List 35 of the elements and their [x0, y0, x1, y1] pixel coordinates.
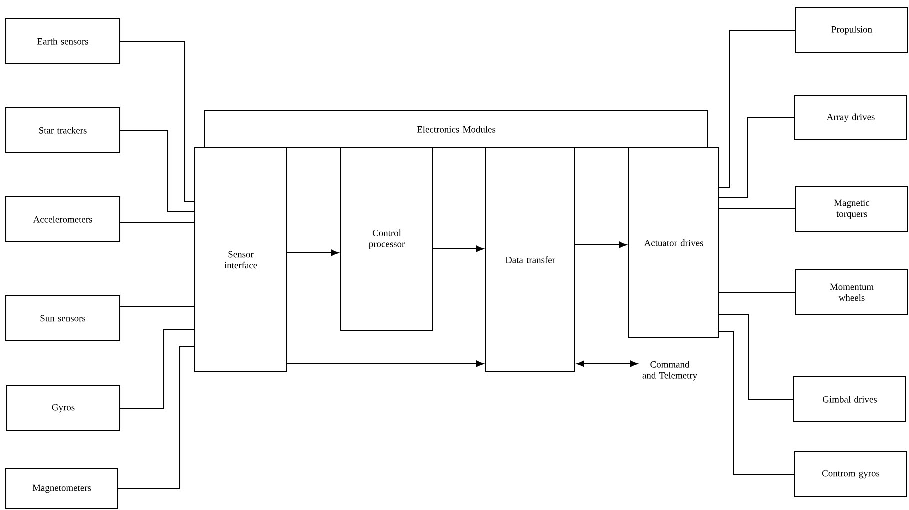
connector-line: [120, 222, 195, 224]
arrow: [575, 242, 627, 248]
actuator-box: Gimbal drives: [794, 376, 906, 422]
module-box: Control processor: [340, 147, 434, 332]
actuator-box: Magnetic torquers: [796, 186, 908, 232]
connector-line: [719, 30, 796, 188]
module-box: Actuator drives: [628, 147, 720, 338]
sensor-box: Earth sensors: [6, 18, 120, 64]
actuator-box: Momentum wheels: [796, 269, 908, 316]
sensor-box: Sun sensors: [6, 295, 120, 342]
terminal-label: Command and Telemetry: [642, 361, 698, 381]
connector-line: [719, 208, 796, 210]
connector-line: [120, 306, 195, 308]
arrow: [287, 360, 484, 368]
connector-line: [118, 346, 195, 490]
arrow: [577, 360, 638, 368]
sensor-box: Magnetometers: [6, 468, 118, 510]
connector-line: [120, 130, 195, 212]
sensor-box: Gyros: [6, 385, 120, 432]
actuator-box: Array drives: [794, 95, 908, 140]
module-box: Data transfer: [486, 147, 576, 372]
arrow: [433, 246, 484, 252]
connector-line: [719, 314, 794, 400]
connector-line: [719, 331, 795, 475]
module-box: Sensor interface: [194, 147, 288, 372]
connector-line: [120, 329, 195, 409]
actuator-box: Propulsion: [796, 8, 908, 54]
connector-line: [120, 41, 195, 202]
sensor-box: Accelerometers: [6, 196, 120, 242]
connector-line: [719, 117, 795, 198]
sensor-box: Star trackers: [6, 107, 120, 154]
connector-line: [719, 292, 796, 294]
arrow: [287, 250, 340, 256]
actuator-box: Controm gyros: [794, 451, 908, 498]
module-header-box: Electronics Modules: [204, 110, 708, 148]
